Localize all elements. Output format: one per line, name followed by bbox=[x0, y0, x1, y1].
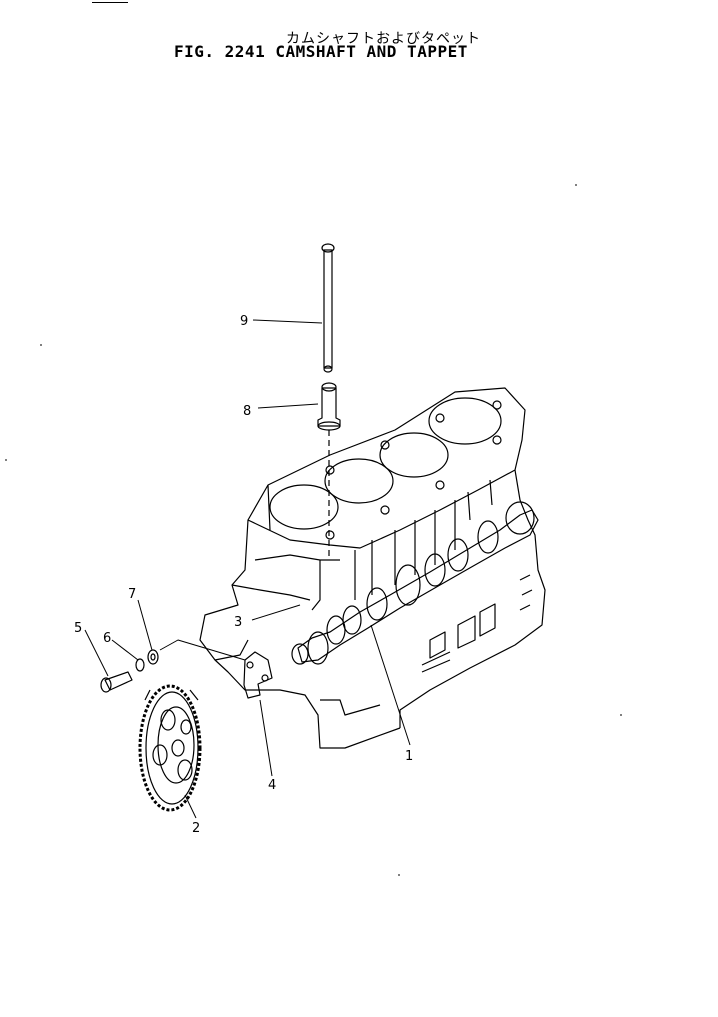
callout-7: 7 bbox=[128, 587, 136, 602]
callout-6: 6 bbox=[103, 631, 111, 646]
washer-illustration bbox=[147, 649, 159, 665]
callout-5: 5 bbox=[74, 621, 82, 636]
camshaft-illustration bbox=[291, 501, 539, 665]
push-rod-illustration bbox=[321, 243, 335, 373]
scan-specks bbox=[5, 184, 622, 876]
leader-lines bbox=[84, 319, 411, 819]
bolt-illustration bbox=[100, 671, 133, 693]
tappet-illustration bbox=[317, 382, 341, 560]
callout-1: 1 bbox=[405, 749, 413, 764]
callout-4: 4 bbox=[268, 778, 276, 793]
callout-3: 3 bbox=[234, 615, 242, 630]
lock-washer-illustration bbox=[135, 658, 145, 672]
callout-labels: 1 2 3 4 5 6 7 8 9 bbox=[74, 314, 413, 836]
callout-9: 9 bbox=[240, 314, 248, 329]
cylinder-block-illustration bbox=[199, 387, 546, 749]
callout-8: 8 bbox=[243, 404, 251, 419]
figure-title-japanese: カムシャフトおよびタペット bbox=[286, 31, 481, 47]
callout-2: 2 bbox=[192, 821, 200, 836]
header-rule bbox=[92, 2, 128, 3]
cam-gear-illustration bbox=[138, 684, 202, 812]
figure-title: FIG. 2241 CAMSHAFT AND TAPPET bbox=[174, 42, 468, 61]
thrust-plate-illustration bbox=[243, 651, 273, 699]
